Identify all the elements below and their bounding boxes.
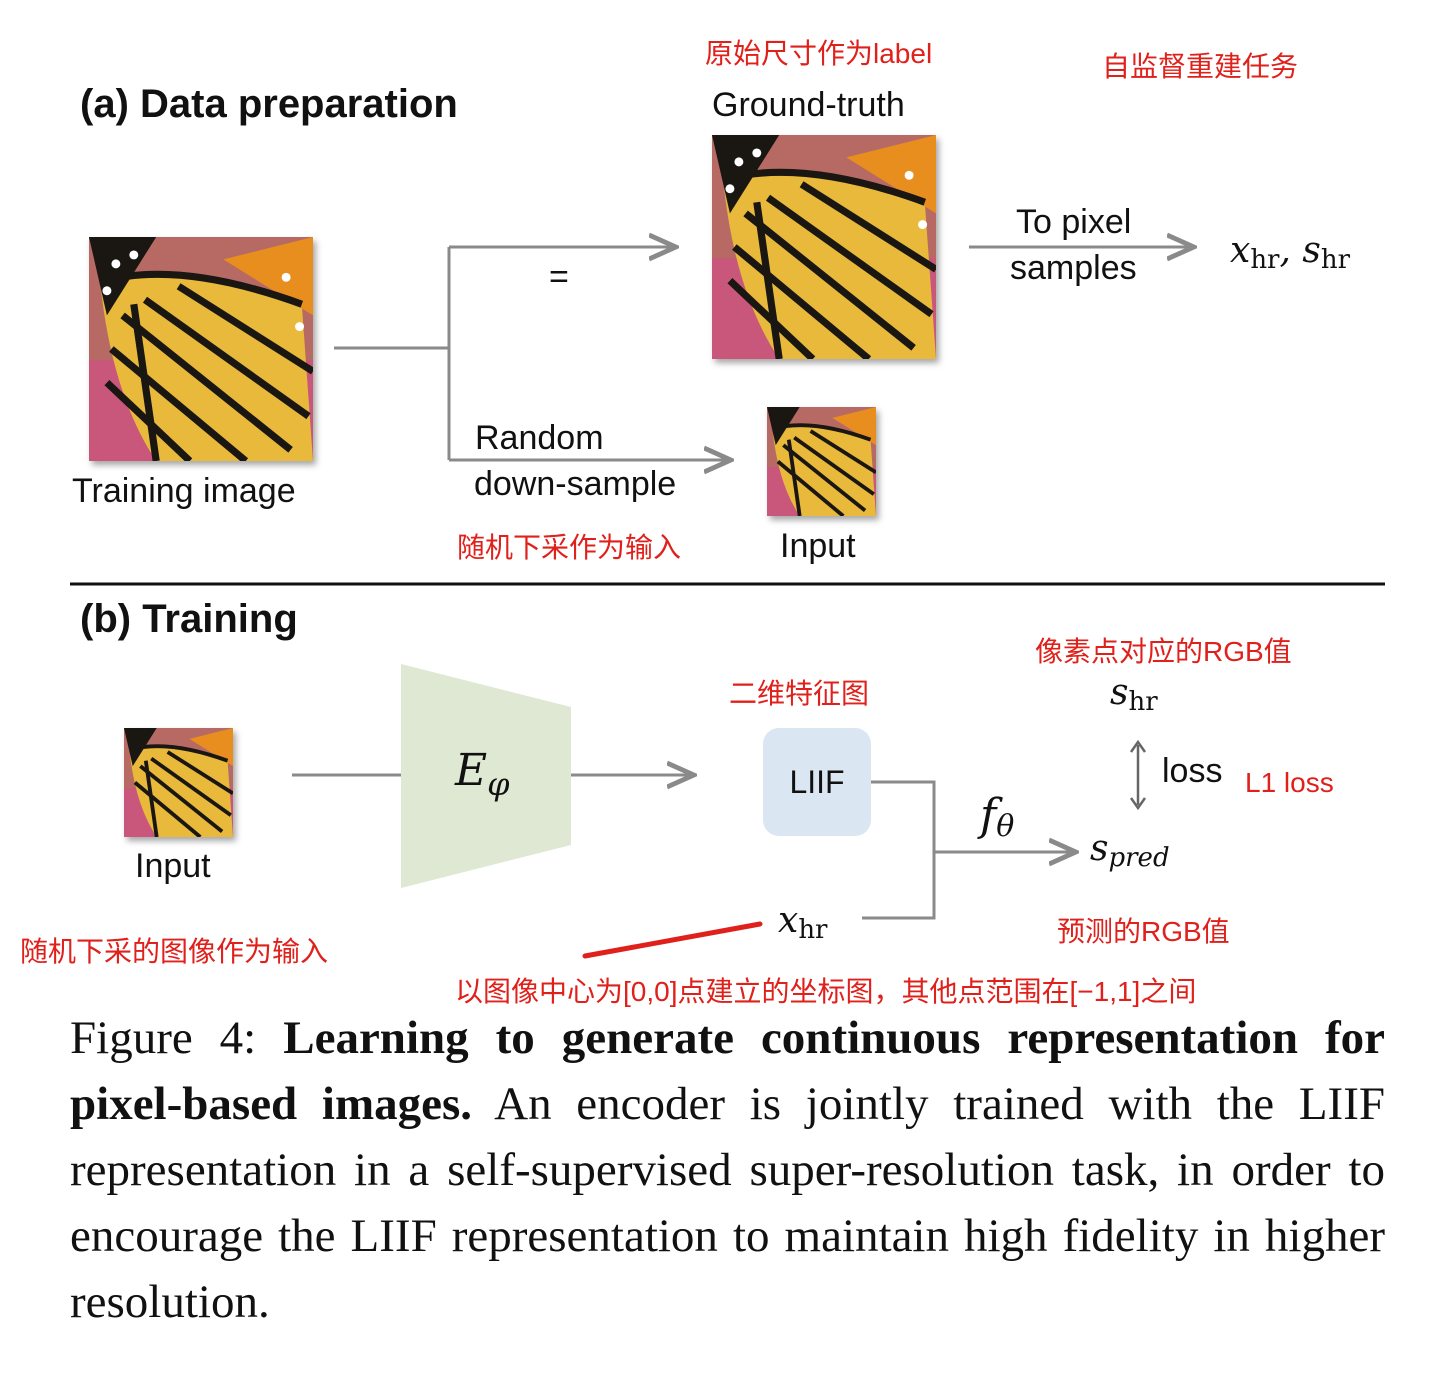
f-subscript: θ bbox=[996, 809, 1015, 844]
ground-truth-label: Ground-truth bbox=[712, 86, 905, 124]
x-hr-symbol-b: x bbox=[778, 900, 799, 941]
s-hr-subscript-b: hr bbox=[1128, 687, 1158, 717]
x-hr-symbol: x bbox=[1230, 230, 1251, 271]
coord-note-pointer bbox=[582, 921, 763, 959]
training-flow bbox=[292, 775, 1076, 920]
caption-bold-title: Learning to generate continuous represen… bbox=[70, 1012, 1385, 1130]
encoder-trapezoid bbox=[401, 664, 571, 888]
section-b-heading: (b) Training bbox=[80, 597, 298, 641]
s-hr-label: shr bbox=[1110, 672, 1158, 717]
annotation-label-note: 原始尺寸作为label bbox=[705, 38, 933, 69]
annotation-l1-note: L1 loss bbox=[1245, 767, 1334, 798]
training-image bbox=[89, 237, 313, 461]
training-input-image bbox=[124, 728, 233, 837]
section-a-heading: (a) Data preparation bbox=[80, 82, 458, 126]
x-hr-label: xhr bbox=[778, 900, 828, 945]
s-hr-subscript: hr bbox=[1320, 245, 1351, 275]
annotation-task-note: 自监督重建任务 bbox=[1102, 51, 1299, 82]
x-hr-subscript-b: hr bbox=[798, 915, 828, 945]
loss-label: loss bbox=[1162, 752, 1223, 790]
s-hr-symbol-b: s bbox=[1110, 672, 1129, 713]
annotation-coord-note: 以图像中心为[0,0]点建立的坐标图，其他点范围在[−1,1]之间 bbox=[455, 976, 1197, 1007]
s-pred-label: spred bbox=[1090, 828, 1170, 873]
f-theta-label: fθ bbox=[980, 790, 1014, 844]
equals-sign: = bbox=[549, 258, 569, 296]
annotation-feature-map-note: 二维特征图 bbox=[729, 678, 870, 709]
encoder-symbol: E bbox=[455, 745, 488, 796]
loss-arrow bbox=[1129, 739, 1147, 811]
caption-body: An encoder is jointly trained with the L… bbox=[70, 1078, 1386, 1328]
output-comma: , bbox=[1279, 230, 1291, 271]
x-hr-subscript: hr bbox=[1250, 245, 1280, 275]
random-label-line1: Random bbox=[475, 419, 604, 457]
ground-truth-image bbox=[712, 135, 936, 359]
s-pred-symbol: s bbox=[1090, 828, 1109, 869]
to-pixel-label-line2: samples bbox=[1010, 249, 1137, 287]
figure-caption: Figure 4: Learning to generate continuou… bbox=[70, 1005, 1385, 1335]
caption-prefix: Figure 4: bbox=[70, 1012, 257, 1064]
to-pixel-label-line1: To pixel bbox=[1016, 203, 1132, 241]
branch-connector bbox=[334, 247, 1194, 460]
s-pred-subscript: pred bbox=[1108, 843, 1170, 873]
downsampled-input-image bbox=[767, 407, 876, 516]
annotation-pred-note: 预测的RGB值 bbox=[1057, 916, 1230, 947]
pixel-samples-output: xhr, shr bbox=[1230, 230, 1350, 275]
liif-box: LIIF bbox=[763, 728, 871, 836]
annotation-downsample-note: 随机下采作为输入 bbox=[457, 532, 682, 563]
input-label-b: Input bbox=[135, 847, 211, 885]
annotation-input-note: 随机下采的图像作为输入 bbox=[20, 936, 329, 967]
s-hr-symbol: s bbox=[1302, 230, 1321, 271]
training-image-label: Training image bbox=[72, 472, 296, 510]
encoder-label: Eφ bbox=[455, 745, 510, 803]
annotation-rgb-note: 像素点对应的RGB值 bbox=[1035, 636, 1292, 667]
f-symbol: f bbox=[980, 790, 997, 841]
liif-label: LIIF bbox=[789, 763, 845, 800]
random-label-line2: down-sample bbox=[474, 465, 677, 503]
encoder-subscript: φ bbox=[487, 765, 510, 803]
input-label-a: Input bbox=[780, 527, 856, 565]
